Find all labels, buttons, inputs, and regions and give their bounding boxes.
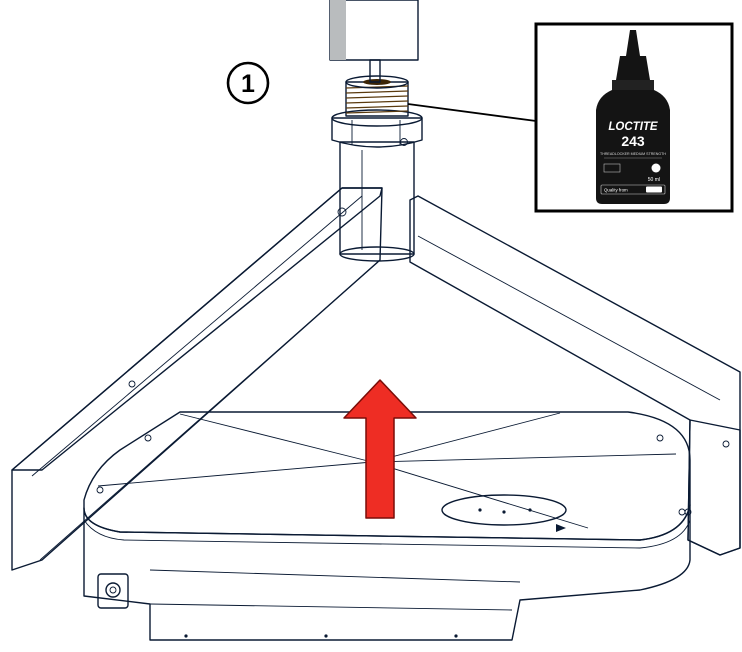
left-arm-edge-lower (39, 261, 379, 561)
threadlocker-bottle: LOCTITE 243 THREADLOCKER MEDIUM STRENGTH… (596, 30, 670, 204)
base-hole (144, 434, 152, 442)
left-arm-side (11, 187, 383, 471)
bottle-brand: LOCTITE (608, 121, 658, 133)
bottle-quality-text: Quality from (604, 188, 628, 193)
gray-shaft (329, 0, 419, 83)
callout-leader-line (407, 103, 537, 122)
hex-nut (331, 117, 423, 148)
bottle-number: 243 (621, 133, 645, 149)
bottle-collar (612, 80, 654, 90)
base-front (83, 504, 691, 641)
bottle-pictogram (603, 163, 621, 173)
base-hole (678, 508, 686, 516)
bottle-nozzle (626, 30, 640, 56)
base-top-line (371, 453, 677, 463)
shaft-highlight (330, 0, 346, 60)
hub-screw (400, 138, 408, 146)
bottle-cap (616, 56, 650, 80)
left-arm-hole (128, 380, 136, 388)
callout-box: LOCTITE 243 THREADLOCKER MEDIUM STRENGTH… (534, 22, 734, 213)
bottle-quality-band (600, 184, 666, 195)
base-round-pad (441, 494, 567, 526)
step-marker: 1 (226, 61, 270, 105)
base-top-line (97, 461, 373, 487)
foot-mark (184, 634, 188, 638)
base-top-line (371, 412, 561, 463)
pad-hole (528, 508, 532, 512)
step-marker-circle (226, 61, 270, 105)
left-arm-screw (337, 207, 347, 217)
right-arm-edge (417, 235, 721, 401)
right-arm-hole (722, 440, 730, 448)
right-arm (409, 195, 741, 556)
left-arm (11, 187, 383, 571)
connector-pin (109, 586, 117, 594)
nipple-top (345, 75, 409, 89)
connector-socket (105, 582, 121, 598)
base-hole (656, 434, 664, 442)
base-top-line (179, 413, 373, 463)
connector-port (97, 573, 129, 609)
right-arm-face (687, 419, 741, 556)
bottle-maker-logo (646, 186, 662, 193)
bottle-badge (651, 163, 661, 173)
bottle-fine-print: THREADLOCKER MEDIUM STRENGTH (600, 152, 666, 156)
pad-marker (556, 524, 566, 532)
hub-column (339, 141, 415, 255)
left-arm-body (11, 187, 383, 571)
base-housing (83, 411, 691, 641)
left-arm-edge (31, 195, 363, 477)
base-top-line (371, 461, 589, 529)
step-marker-number: 1 (241, 70, 255, 98)
bottle-body (596, 90, 670, 204)
base-front-seam (149, 569, 521, 583)
pad-hole (502, 510, 506, 514)
hub-bottom (339, 246, 415, 262)
foot-mark (454, 634, 458, 638)
base-front-seam (149, 603, 513, 611)
foot-mark (324, 634, 328, 638)
pad-hole (478, 508, 482, 512)
shaft-rod (369, 59, 381, 83)
thread-lines (345, 85, 409, 114)
bottle-volume: 50 ml (648, 177, 660, 183)
brass-fitting (331, 75, 423, 148)
base-front-edge (83, 519, 691, 549)
base-hole (96, 486, 104, 494)
central-hub (339, 138, 415, 262)
lift-arrow-up-icon (343, 379, 417, 519)
hex-nut-top (331, 109, 423, 127)
